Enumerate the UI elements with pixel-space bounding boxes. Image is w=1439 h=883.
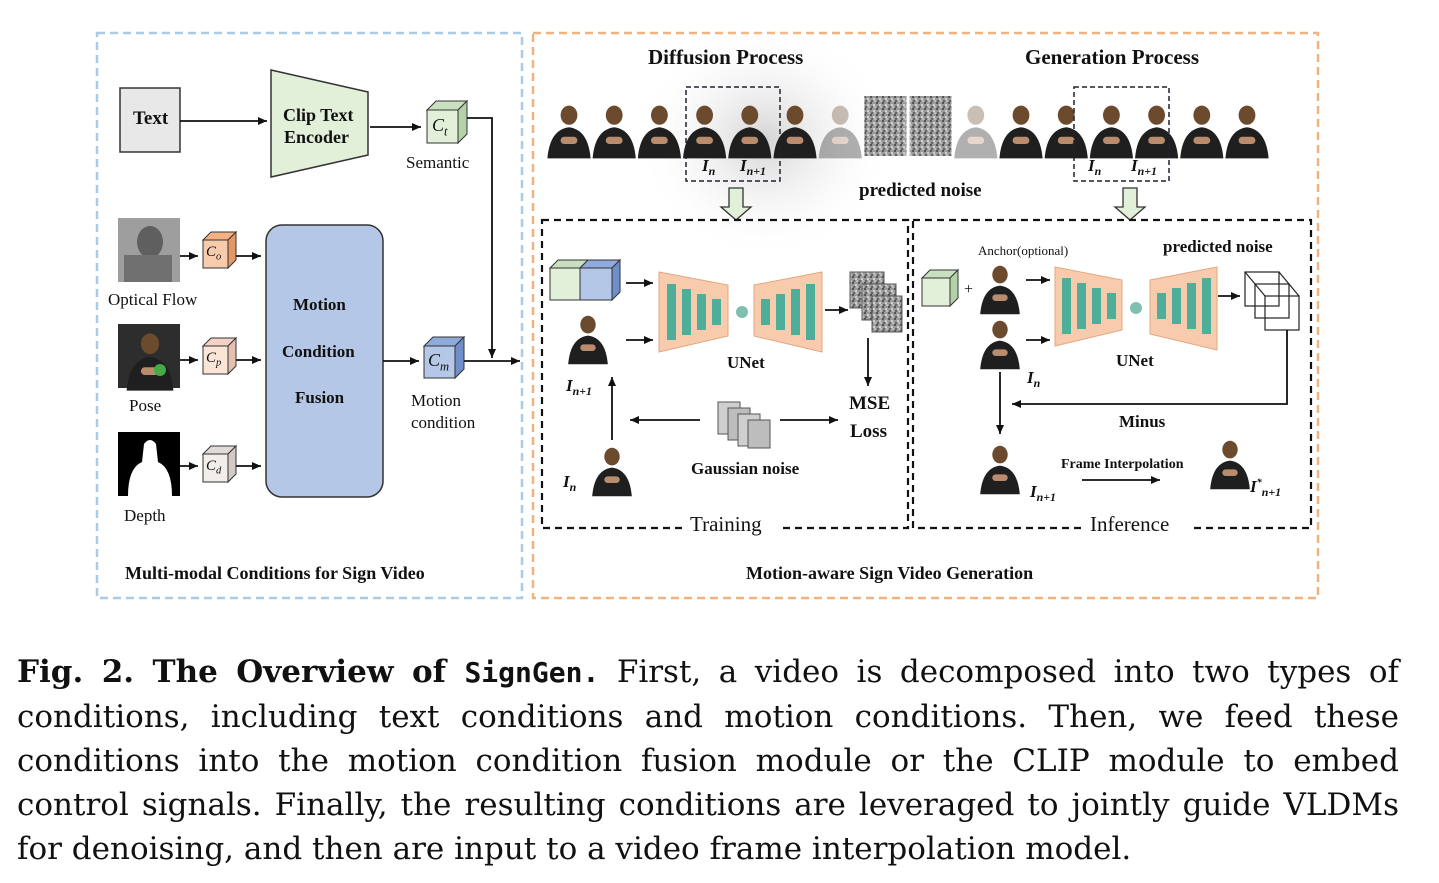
- video-frame: [909, 96, 952, 156]
- cm-cube-train: [578, 258, 622, 302]
- video-frame: [1044, 105, 1088, 159]
- frame-interp-label: Frame Interpolation: [1061, 457, 1184, 472]
- predicted-noise-infer: predicted noise: [1163, 237, 1273, 256]
- cm-cube: [422, 335, 466, 380]
- gaussian-noise-volume: [717, 401, 771, 449]
- anchor-label: Anchor(optional): [978, 243, 1069, 258]
- right-panel-title: Motion-aware Sign Video Generation: [746, 563, 1034, 583]
- caption-fig-name: SignGen.: [464, 656, 600, 689]
- caption-text: First, a video is decomposed into two ty…: [17, 654, 1399, 867]
- clip-encoder-line2: Encoder: [284, 127, 349, 147]
- noise-volume-inference: [1244, 271, 1300, 331]
- gaussian-noise-label: Gaussian noise: [691, 459, 800, 478]
- depth-label: Depth: [124, 506, 166, 525]
- unet-inference: [1054, 266, 1218, 351]
- cd-cube: [201, 444, 238, 484]
- clip-encoder-line1: Clip Text: [283, 105, 354, 125]
- generation-process-title: Generation Process: [1025, 45, 1199, 69]
- train-unet-label: UNet: [727, 353, 765, 372]
- infer-in1-label: In+1: [1030, 482, 1056, 505]
- cd-label: Cd: [206, 458, 222, 477]
- train-in1-label: In+1: [566, 376, 592, 399]
- video-frame: [999, 105, 1043, 159]
- training-label: Training: [690, 512, 762, 536]
- fusion-line1: Motion: [293, 295, 346, 314]
- video-frame: [547, 105, 591, 159]
- clip-encoder-shape: [270, 69, 369, 178]
- noise-volume-training: [849, 271, 903, 333]
- optical-flow-label: Optical Flow: [108, 290, 198, 309]
- gen-in-label: In: [1088, 156, 1102, 179]
- right-panel-border: [531, 31, 1320, 600]
- text-box-label: Text: [133, 108, 169, 129]
- video-frame: [864, 96, 907, 156]
- pose-label: Pose: [129, 396, 162, 415]
- text-box: [119, 87, 181, 153]
- video-frame: [1135, 105, 1179, 159]
- caption-fig-label: Fig. 2. The Overview of: [17, 654, 465, 690]
- mse-label: MSE: [849, 393, 891, 414]
- fusion-line2: Condition: [282, 342, 355, 361]
- inference-label: Inference: [1090, 512, 1170, 536]
- diffusion-highlight: [685, 86, 781, 182]
- motion-condition-line1: Motion: [411, 391, 462, 410]
- left-panel-border: [95, 31, 524, 600]
- infer-out-label: I*n+1: [1250, 477, 1282, 500]
- ct-label: Ct: [432, 115, 448, 139]
- semantic-label: Semantic: [406, 153, 470, 172]
- generation-highlight: [1073, 86, 1170, 182]
- unet-training: [658, 271, 823, 353]
- figure: Text Clip Text Encoder Semantic Optical …: [95, 20, 1320, 600]
- motion-condition-line2: condition: [411, 413, 476, 432]
- figure-caption: Fig. 2. The Overview of SignGen. First, …: [17, 650, 1399, 871]
- diffusion-process-title: Diffusion Process: [648, 45, 804, 69]
- co-cube: [201, 230, 238, 270]
- cm-label: Cm: [428, 350, 450, 374]
- minus-label: Minus: [1119, 412, 1166, 431]
- diff-in-label: In: [702, 156, 716, 179]
- loss-label: Loss: [850, 421, 887, 442]
- ct-cube-infer: [920, 268, 960, 308]
- infer-in-label: In: [1027, 368, 1041, 391]
- video-frame: [1225, 105, 1269, 159]
- ct-cube: [425, 99, 469, 145]
- cp-cube: [201, 336, 238, 376]
- fusion-line3: Fusion: [295, 388, 345, 407]
- cp-label: Cp: [206, 350, 222, 369]
- predicted-noise-top: predicted noise: [859, 180, 982, 201]
- left-panel-title: Multi-modal Conditions for Sign Video: [125, 563, 425, 583]
- plus-sign: +: [964, 281, 974, 298]
- video-frame: [954, 105, 998, 159]
- figure-diagram: [95, 20, 1320, 600]
- video-frame: [592, 105, 636, 159]
- video-frame: [1180, 105, 1224, 159]
- video-frame: [1089, 105, 1133, 159]
- train-in-label: In: [563, 472, 577, 495]
- infer-unet-label: UNet: [1116, 351, 1154, 370]
- gen-in1-label: In+1: [1131, 156, 1157, 179]
- diff-in1-label: In+1: [740, 156, 766, 179]
- co-label: Co: [206, 244, 222, 263]
